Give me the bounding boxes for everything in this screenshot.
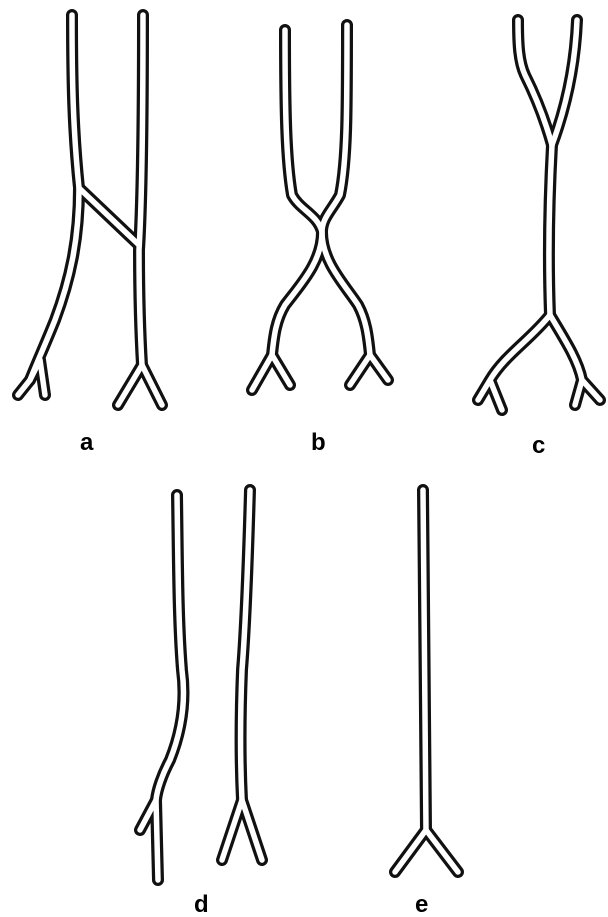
panel-c-vessels — [478, 20, 600, 410]
panel-b-label: b — [311, 429, 326, 456]
panel-e-label: e — [415, 891, 428, 917]
panel-a-vessels — [18, 15, 162, 405]
panel-b-vessels — [252, 25, 388, 390]
panel-d-vessels — [140, 490, 262, 880]
panel-d-label: d — [194, 891, 209, 917]
panel-a-label: a — [80, 429, 94, 456]
panel-c-label: c — [532, 432, 545, 459]
panel-e-vessels — [395, 490, 458, 872]
